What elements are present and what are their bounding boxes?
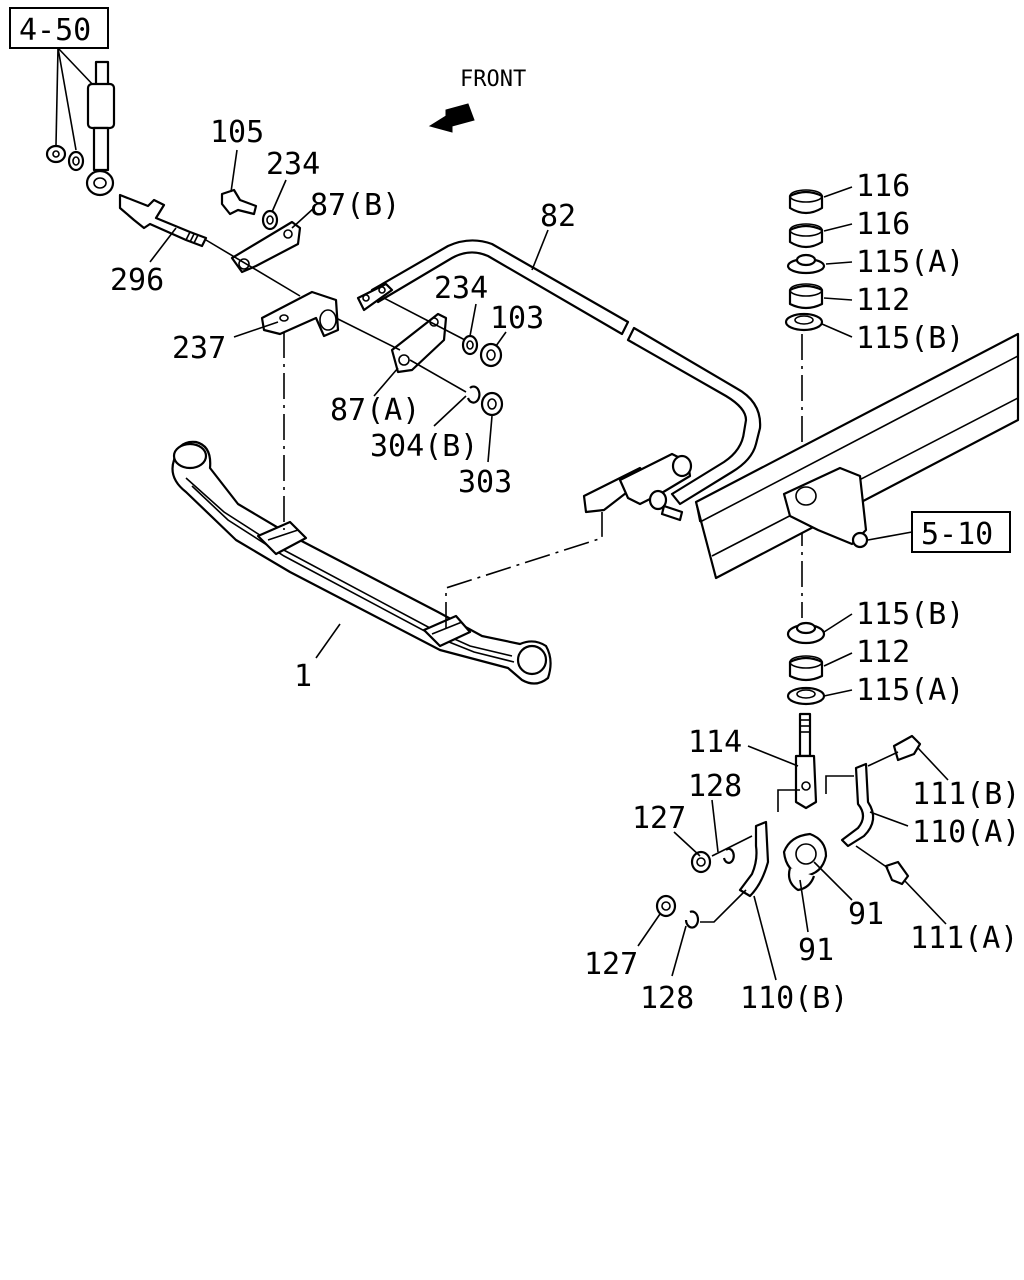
callout-91-a: 91: [848, 897, 884, 932]
nut-116-a: [788, 189, 824, 215]
nut-127-top: [690, 850, 712, 874]
callout-234-mid: 234: [434, 271, 488, 306]
callout-237: 237: [172, 331, 226, 366]
callout-114: 114: [688, 725, 742, 760]
nut-127-bot: [655, 894, 677, 918]
callout-105: 105: [210, 115, 264, 150]
callout-112-bot: 112: [856, 635, 910, 670]
callout-110a: 110(A): [912, 815, 1020, 850]
washer-115a-bot: [786, 686, 826, 706]
stabilizer-bar-82: [356, 239, 762, 506]
callout-127-bot: 127: [584, 947, 638, 982]
bushing-112-top: [788, 283, 824, 310]
front-label: FRONT: [460, 67, 526, 92]
callout-87b: 87(B): [310, 188, 400, 223]
callout-leaders: [149, 149, 949, 981]
assembly-lines-left: [205, 239, 467, 393]
ref-box-4-50-label: 4-50: [19, 13, 91, 48]
callout-304b: 304(B): [370, 429, 478, 464]
callout-116-a: 116: [856, 169, 910, 204]
callout-128-bot: 128: [640, 981, 694, 1016]
callout-303: 303: [458, 465, 512, 500]
callout-115b-top: 115(B): [856, 321, 964, 356]
callout-115a-top: 115(A): [856, 245, 964, 280]
bushing-91: [782, 832, 828, 892]
frame-rail: [694, 332, 1020, 580]
washer-115b-bot: [786, 621, 826, 645]
stabilizer-end-bracket: [582, 452, 693, 522]
link-114: [794, 712, 818, 810]
ref-box-5-10-label: 5-10: [921, 517, 993, 552]
clamp-110a: [840, 762, 875, 848]
clamp-110b: [738, 820, 770, 898]
washer-234-top: [261, 209, 279, 231]
assembly-lines-lower: [700, 751, 899, 923]
bolt-105: [220, 188, 258, 216]
pin-296: [118, 193, 208, 248]
nut-103: [479, 342, 503, 368]
callout-128-top: 128: [688, 769, 742, 804]
bolt-111b: [892, 734, 922, 762]
bracket-237: [260, 290, 340, 338]
callout-91-b: 91: [798, 933, 834, 968]
washer-234-mid: [461, 334, 479, 356]
washer-128-top: [722, 847, 735, 864]
shock-absorber: [85, 60, 116, 197]
bracket-87b: [230, 220, 302, 274]
callout-110b: 110(B): [740, 981, 848, 1016]
axle-beam-1: [171, 440, 552, 685]
washer-115a-top: [786, 253, 826, 275]
washer-4-50: [67, 150, 85, 172]
callout-127-top: 127: [632, 801, 686, 836]
callout-103: 103: [490, 301, 544, 336]
callout-115b-bot: 115(B): [856, 597, 964, 632]
callout-111a: 111(A): [910, 921, 1018, 956]
washer-115b-top: [784, 312, 824, 332]
callout-1: 1: [294, 659, 312, 694]
callout-116-b: 116: [856, 207, 910, 242]
callout-87a: 87(A): [330, 393, 420, 428]
ref-5-10-leader: [867, 531, 913, 541]
front-arrow-icon: [428, 103, 475, 133]
callout-82: 82: [540, 199, 576, 234]
callout-labels: 105 234 87(B) 296 237 82 234 103 87(A) 3…: [110, 115, 1020, 1016]
washer-128-bot: [684, 910, 700, 929]
callout-296: 296: [110, 263, 164, 298]
nut-4-50: [45, 144, 67, 164]
nut-303: [480, 391, 504, 417]
ref-box-4-50[interactable]: 4-50: [9, 7, 109, 49]
callout-234-top: 234: [266, 147, 320, 182]
ref-box-5-10[interactable]: 5-10: [911, 511, 1011, 553]
front-indicator: FRONT: [428, 67, 526, 133]
callout-112-top: 112: [856, 283, 910, 318]
ref-4-50-leaders: [55, 47, 97, 151]
lockwasher-304b: [466, 385, 481, 404]
bracket-87a: [390, 312, 448, 374]
callout-115a-bot: 115(A): [856, 673, 964, 708]
bushing-112-bot: [788, 655, 824, 682]
nut-116-b: [788, 223, 824, 249]
callout-111b: 111(B): [912, 777, 1020, 812]
